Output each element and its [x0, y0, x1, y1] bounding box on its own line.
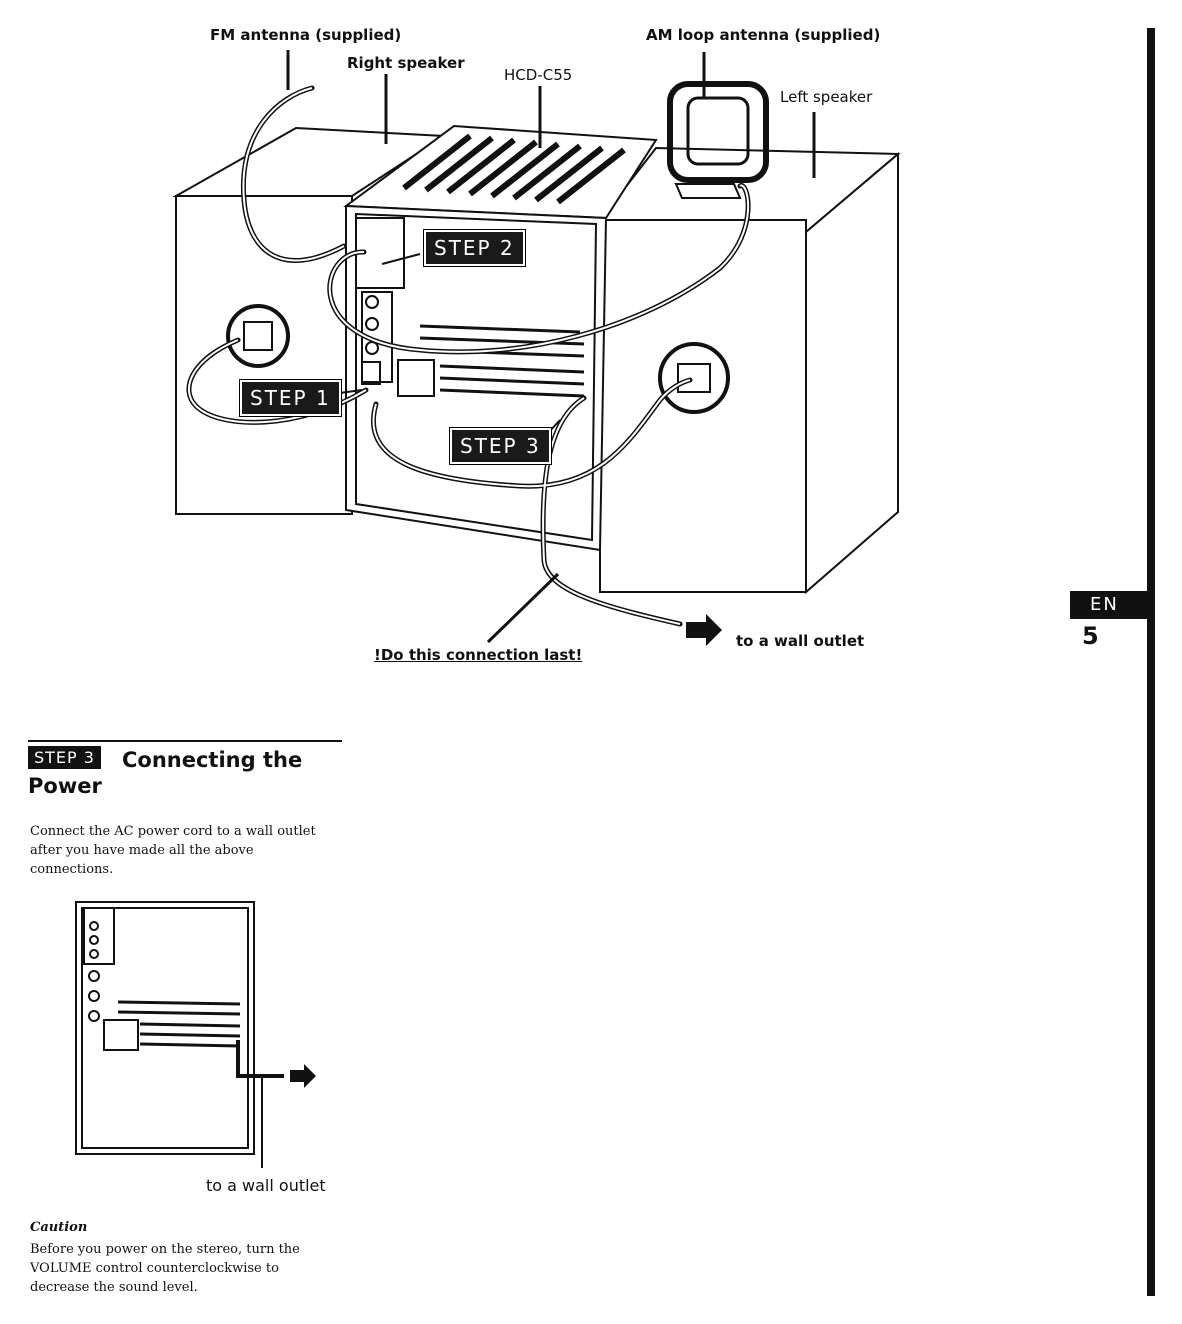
hcd-label: HCD-C55 — [504, 66, 573, 84]
fm-antenna-label: FM antenna (supplied) — [210, 26, 402, 44]
section-title-line2: Power — [28, 774, 102, 798]
page-number: 5 — [1082, 622, 1099, 650]
step3-badge: STEP 3 — [449, 427, 552, 465]
section-rule — [28, 740, 342, 742]
section-step-badge: STEP 3 — [28, 746, 101, 769]
right-speaker-label: Right speaker — [347, 54, 465, 72]
left-speaker-label: Left speaker — [780, 88, 873, 106]
step1-badge: STEP 1 — [239, 379, 342, 417]
am-antenna-label: AM loop antenna (supplied) — [646, 26, 881, 44]
do-last-label: !Do this connection last! — [374, 646, 583, 664]
page-edge-bar — [1147, 28, 1155, 1296]
section-body: Connect the AC power cord to a wall outl… — [30, 824, 316, 877]
caution-title: Caution — [30, 1220, 88, 1235]
language-tab: EN — [1070, 591, 1150, 619]
small-wall-outlet-label: to a wall outlet — [206, 1176, 326, 1195]
step2-badge: STEP 2 — [423, 229, 526, 267]
caution-text: Before you power on the stereo, turn the… — [30, 1242, 300, 1295]
section-title-line1: Connecting the — [122, 748, 303, 772]
wall-outlet-label: to a wall outlet — [736, 632, 865, 650]
